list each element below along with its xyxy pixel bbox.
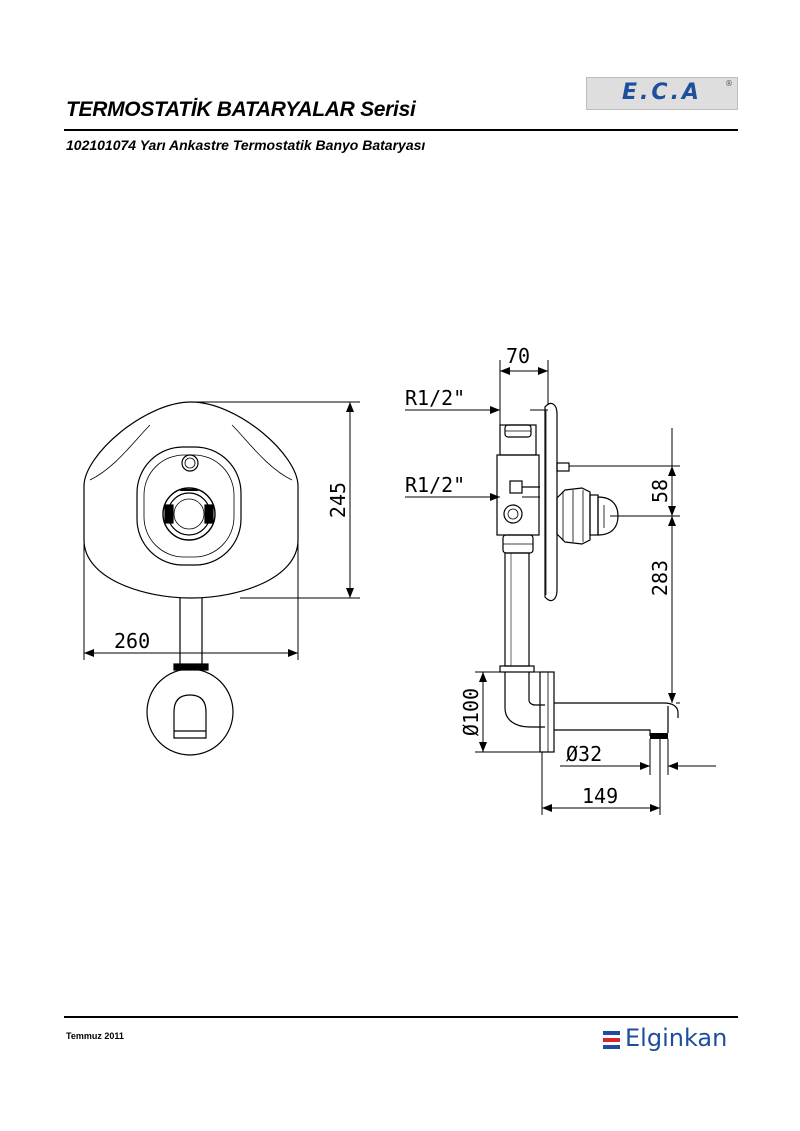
dim-spout-dia-label: Ø32	[566, 742, 602, 766]
front-plate-edge-right	[231, 424, 293, 481]
dim-inlet-top-label: R1/2"	[405, 386, 465, 410]
registered-mark: ®	[725, 79, 733, 88]
dim-spout-reach-label: 149	[582, 784, 618, 808]
eca-logo: E.C.A ®	[586, 77, 738, 110]
header-rule	[64, 129, 738, 131]
elginkan-logo-text: Elginkan	[625, 1024, 728, 1052]
side-spout	[554, 702, 679, 718]
dim-rosette-label: Ø100	[459, 688, 483, 736]
front-dimensions	[83, 401, 360, 660]
side-spout-outlet	[650, 733, 668, 739]
side-dimensions	[405, 360, 716, 815]
front-diverter-button	[181, 454, 199, 472]
side-elbow	[504, 672, 545, 728]
dim-spout-drop-label: 283	[648, 560, 672, 596]
dim-width-label: 260	[114, 629, 150, 653]
series-title: TERMOSTATİK BATARYALAR Serisi	[66, 98, 416, 121]
side-vertical-pipe	[504, 552, 530, 667]
footer-date: Temmuz 2011	[66, 1031, 124, 1041]
side-wall-plate	[544, 402, 558, 602]
side-spout-rosette	[539, 671, 555, 753]
front-knob	[162, 487, 216, 541]
dim-inlet-mid-label: R1/2"	[405, 473, 465, 497]
side-knob	[556, 487, 591, 545]
side-view	[496, 402, 679, 753]
front-plate-outline	[83, 401, 299, 599]
dim-handle-label: 58	[648, 479, 672, 503]
front-plate-edge	[89, 424, 151, 481]
dim-depth-label: 70	[506, 344, 530, 368]
front-spout-outlet	[173, 694, 207, 739]
front-inner-oval	[136, 446, 242, 566]
elginkan-mark-icon	[603, 1031, 620, 1049]
eca-logo-text: E.C.A	[622, 80, 702, 105]
footer-rule	[64, 1016, 738, 1018]
dim-height-label: 245	[326, 482, 350, 518]
front-spout-rosette	[146, 668, 234, 756]
front-view	[83, 401, 299, 756]
side-lower-inlet	[503, 504, 523, 524]
side-diverter-stem	[556, 462, 570, 472]
product-title: 102101074 Yarı Ankastre Termostatik Bany…	[66, 137, 426, 153]
